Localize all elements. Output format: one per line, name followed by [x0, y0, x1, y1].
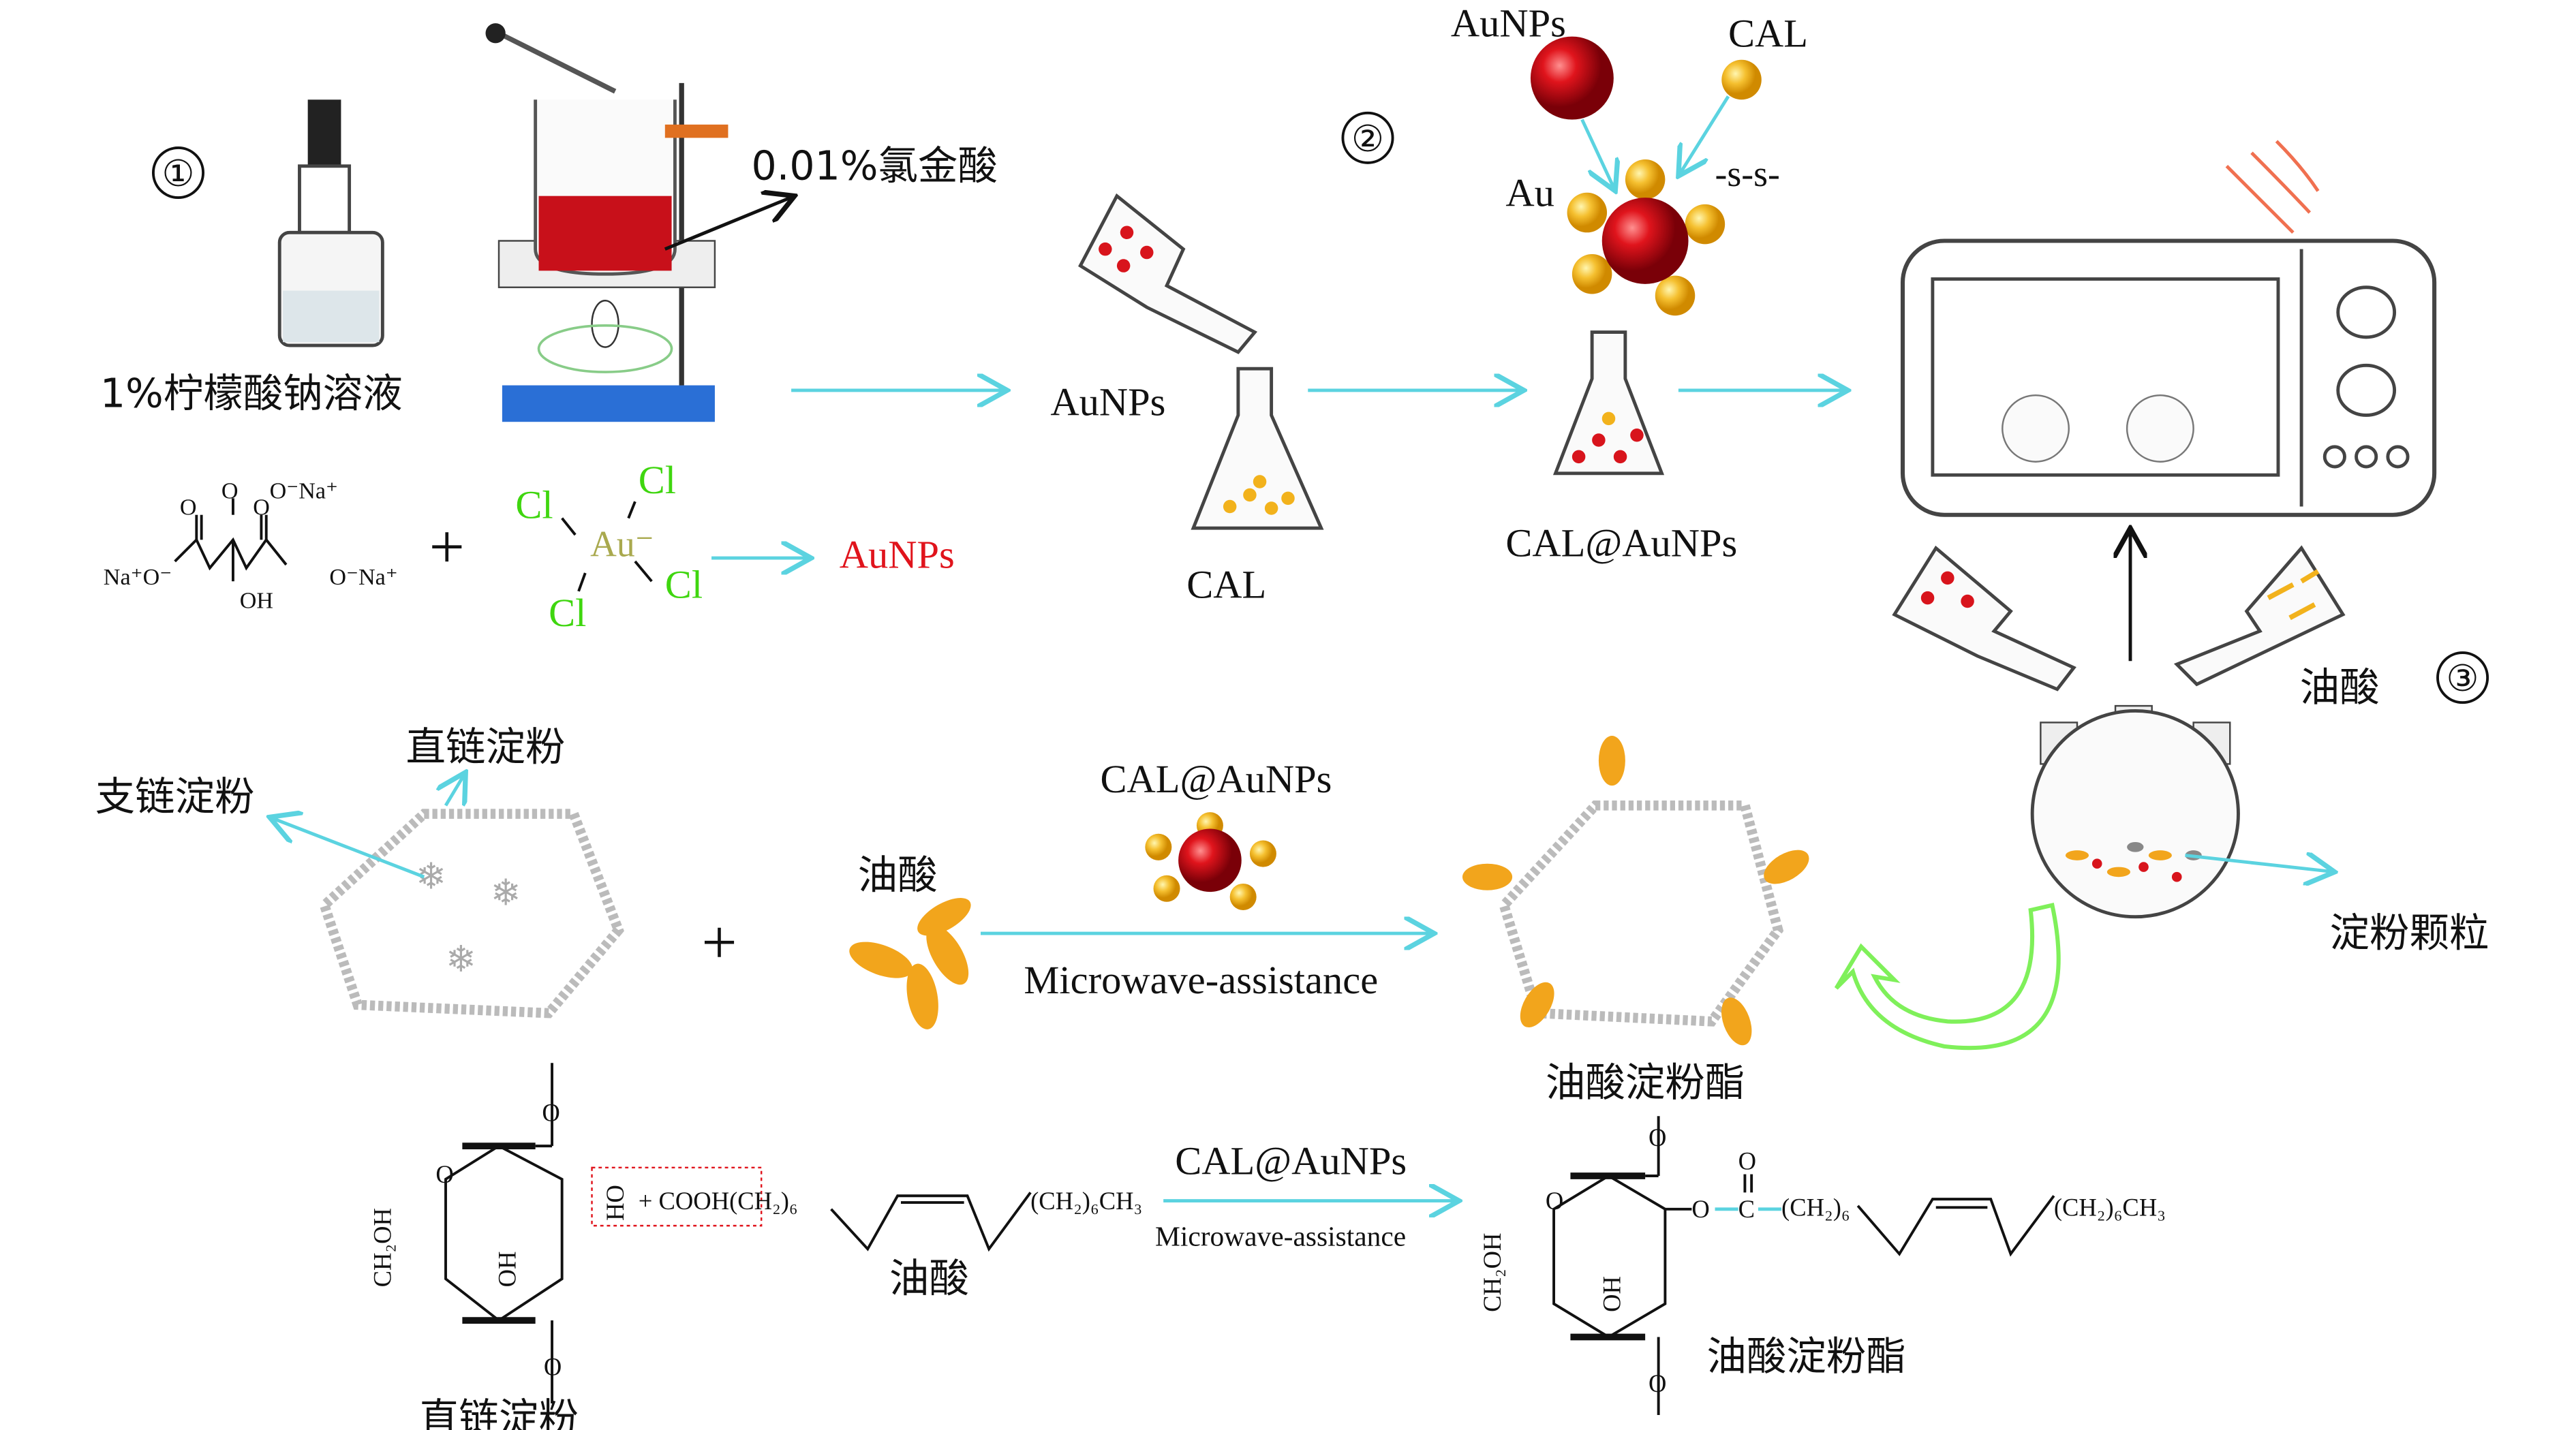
svg-text:O⁻Na⁺: O⁻Na⁺: [270, 478, 338, 503]
oleate-starch-structure: O O O CH₂OH OH O C O (CH₂)₆ (CH₂)₆CH₃: [1478, 1116, 2166, 1416]
heating-apparatus-icon: [485, 23, 729, 422]
svg-text:CH₂OH: CH₂OH: [369, 1208, 397, 1287]
svg-text:OH: OH: [1598, 1276, 1626, 1312]
svg-text:CH₂OH: CH₂OH: [1478, 1233, 1506, 1312]
aunps-flask-label: AuNPs: [1050, 379, 1165, 424]
cal-aunps-particle: [1567, 159, 1726, 316]
aunp-sphere: [1530, 36, 1614, 120]
svg-text:HO: HO: [601, 1185, 629, 1221]
svg-text:O: O: [221, 478, 239, 503]
svg-text:OH: OH: [493, 1252, 521, 1288]
citrate-bottle-icon: [277, 99, 384, 347]
condition-middle-label: Microwave-assistance: [1024, 958, 1378, 1002]
citrate-label: 1%柠檬酸钠溶液: [100, 370, 403, 416]
middle-row: ❄❄❄ 支链淀粉 直链淀粉 + 油酸 CAL@AuNPs Microwave-a…: [95, 724, 1809, 1106]
step3-number: ③: [2447, 658, 2479, 699]
svg-text:OH: OH: [240, 588, 273, 613]
catalyst-bottom-label: CAL@AuNPs: [1175, 1139, 1407, 1183]
step1-number: ①: [162, 153, 194, 194]
svg-text:O: O: [1649, 1123, 1666, 1151]
oleic-acid-tube-icon: [2173, 545, 2346, 687]
condition-bottom-label: Microwave-assistance: [1155, 1220, 1406, 1252]
svg-text:❄: ❄: [491, 873, 521, 914]
cal-sphere: [1721, 59, 1762, 100]
oleic-acid-label: 油酸: [2300, 664, 2380, 711]
tail-text-1: (CH₂)₆CH₃: [1030, 1187, 1142, 1215]
amylopectin-label: 支链淀粉: [95, 774, 255, 820]
three-neck-flask-icon: [2030, 704, 2240, 919]
aucl4-structure: Au⁻ Cl Cl Cl Cl: [515, 458, 703, 635]
svg-text:Na⁺O⁻: Na⁺O⁻: [104, 565, 172, 590]
oleate-starch-middle-label: 油酸淀粉酯: [1546, 1059, 1745, 1106]
oleate-starch-bottom-label: 油酸淀粉酯: [1706, 1333, 1906, 1380]
svg-text:O: O: [1649, 1369, 1666, 1397]
disulfide-label: -s-s-: [1715, 153, 1780, 194]
svg-text:Cl: Cl: [665, 563, 703, 607]
svg-text:O⁻Na⁺: O⁻Na⁺: [329, 565, 397, 590]
catalyst-middle-label: CAL@AuNPs: [1101, 757, 1332, 801]
svg-text:O: O: [180, 495, 197, 520]
cal-flask-label: CAL: [1186, 563, 1266, 607]
svg-text:O: O: [1546, 1187, 1563, 1215]
cal-flask-icon: [1191, 367, 1324, 530]
cal-sphere-label: CAL: [1728, 11, 1808, 55]
haucl4-label: 0.01%氯金酸: [752, 142, 998, 189]
ch2-6-text: (CH₂)₆: [1781, 1194, 1850, 1222]
svg-text:Au⁻: Au⁻: [590, 524, 654, 565]
step2: ② AuNPs CAL AuNPs CAL Au -s-s- CAL@AuNPs: [1050, 1, 1847, 607]
svg-text:O: O: [253, 495, 270, 520]
svg-text:O: O: [544, 1353, 562, 1381]
svg-text:O: O: [1738, 1147, 1756, 1175]
plus-sign: +: [429, 512, 465, 582]
aunps-sphere-label: AuNPs: [1451, 1, 1566, 46]
starch-granules-label: 淀粉颗粒: [2330, 910, 2489, 957]
reagent-text: + COOH(CH₂)₆: [639, 1187, 798, 1215]
aunps-tube-icon: [1078, 193, 1258, 354]
amylose-bottom-label: 直链淀粉: [419, 1395, 579, 1430]
microwave-oven-icon: [1900, 140, 2437, 517]
step2-number: ②: [1351, 119, 1384, 159]
svg-text:O: O: [542, 1099, 559, 1127]
svg-text:O: O: [1691, 1195, 1709, 1223]
amylose-label: 直链淀粉: [405, 724, 565, 771]
tail-text-2: (CH₂)₆CH₃: [2054, 1194, 2166, 1222]
svg-text:O: O: [435, 1160, 453, 1188]
modified-starch-granule-icon: [1462, 735, 1809, 1046]
au-label: Au: [1505, 170, 1554, 215]
svg-text:❄: ❄: [446, 939, 476, 980]
amylose-structure: O O O CH₂OH OH HO: [369, 1063, 763, 1403]
recycle-arrow-icon: [1834, 902, 2061, 1051]
oleic-acid-bottom-label: 油酸: [889, 1256, 969, 1302]
oleic-acid-molecules-icon: [849, 898, 971, 1029]
svg-text:Cl: Cl: [639, 458, 676, 502]
sodium-citrate-structure: Na⁺O⁻ O⁻Na⁺ O⁻Na⁺ O O O OH: [104, 478, 398, 613]
oleic-acid-middle-label: 油酸: [858, 852, 938, 898]
cal-aunps-particle-middle: [1145, 812, 1276, 910]
step1: ① 1%柠檬酸钠溶液 0.01%氯金酸 Na⁺O⁻ O⁻Na⁺ O⁻Na⁺ O …: [100, 23, 998, 635]
svg-text:C: C: [1738, 1195, 1755, 1223]
step3: 油酸 ③ 淀粉颗粒: [1834, 140, 2489, 1051]
plus-sign-middle: +: [701, 907, 737, 978]
highlight-box: [591, 1166, 763, 1227]
aunps-product-label: AuNPs: [840, 533, 955, 577]
svg-text:Cl: Cl: [515, 483, 553, 527]
svg-text:Cl: Cl: [549, 591, 586, 635]
cal-aunps-flask-icon: [1552, 330, 1665, 476]
starch-granule-icon: ❄❄❄: [318, 809, 624, 1019]
esterification-reaction: OO O CH₂OH OH HO + COOH(CH₂)₆ (CH₂)₆CH₃ …: [369, 1063, 2166, 1430]
cal-aunps-product-label: CAL@AuNPs: [1505, 521, 1737, 565]
cal-aunps-tube-icon: [1892, 545, 2076, 691]
